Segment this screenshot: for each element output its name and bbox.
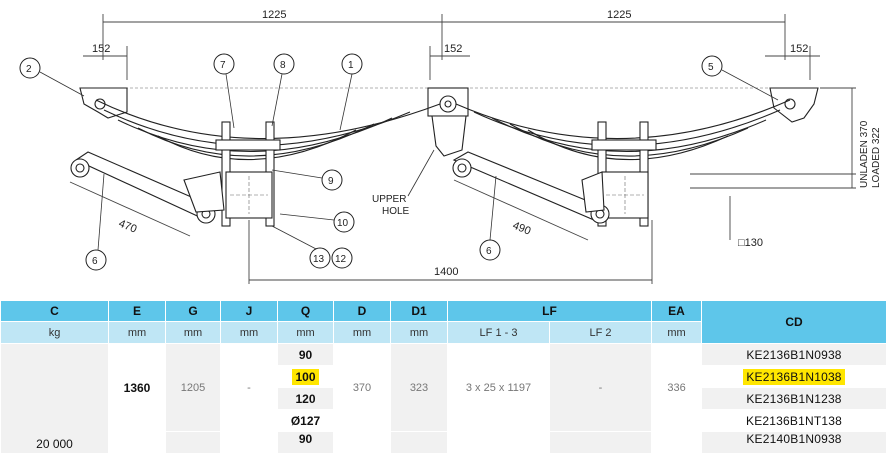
track-dimension: 1400 <box>248 220 653 284</box>
callout-6-right: 6 <box>479 175 501 261</box>
unit-c: kg <box>0 321 109 344</box>
cell-lf1: 3 x 25 x 1197 <box>447 343 550 432</box>
table-row: 20 000 1360 1205 - 90 370 323 3 x 25 x 1… <box>0 343 886 454</box>
svg-text:7: 7 <box>220 60 226 71</box>
span-dimensions: 1225 1225 152 152 152 <box>83 9 820 80</box>
cell-d1: 323 <box>390 343 448 432</box>
rear-torque-arm <box>452 151 610 224</box>
callout-9: 9 <box>271 169 343 191</box>
units-row: kg mm mm mm mm mm mm LF 1 - 3 LF 2 mm <box>0 321 886 344</box>
callout-5: 5 <box>701 55 779 101</box>
cell-ea: 336 <box>651 343 703 432</box>
unit-ea: mm <box>651 321 703 344</box>
callout-13: 13 <box>271 225 331 269</box>
cell-cd: KE2136B1N0938 <box>701 343 886 366</box>
offset-left-label: 152 <box>92 43 110 55</box>
cell-cd: KE2140B1N0938 <box>701 431 886 454</box>
cell-q: 120 <box>277 387 334 410</box>
col-lf: LF <box>446 300 653 322</box>
unit-lf2: LF 2 <box>548 321 653 344</box>
cell-q: Ø127 <box>277 409 334 432</box>
highlighted-cd: KE2136B1N1038 <box>743 368 845 385</box>
cell-cd: KE2136B1N1238 <box>701 387 886 410</box>
callout-8: 8 <box>271 53 295 127</box>
table-row: 120 KE2136B1N1238 <box>1 387 886 410</box>
svg-text:12: 12 <box>335 254 347 265</box>
cell-q: 100 <box>277 365 334 388</box>
callout-7: 7 <box>213 53 235 129</box>
unit-lf1: LF 1 - 3 <box>447 321 550 344</box>
table-row: 90 KE2140B1N0938 <box>1 431 886 454</box>
svg-text:8: 8 <box>280 60 286 71</box>
header-row: C E G J Q D D1 LF EA CD <box>0 300 886 344</box>
cell-j: - <box>220 343 278 432</box>
svg-text:5: 5 <box>708 62 714 73</box>
table-row: Ø127 KE2136B1NT138 <box>1 409 886 432</box>
cell-e: 1360 <box>108 343 166 432</box>
svg-text:6: 6 <box>486 246 492 257</box>
arm-length-left-label: 470 <box>117 218 139 236</box>
highlighted-q: 100 <box>292 368 319 385</box>
cell-q: 90 <box>277 431 334 454</box>
loaded-label: LOADED 322 <box>871 127 882 188</box>
span-right-label: 1225 <box>607 9 631 21</box>
front-leaf-spring <box>95 99 441 161</box>
col-j: J <box>220 300 278 322</box>
track-label: 1400 <box>434 266 458 278</box>
cell-cd: KE2136B1N1038 <box>701 365 886 388</box>
height-dimensions: UNLADEN 370 LOADED 322 □130 <box>690 87 882 249</box>
callout-6-left: 6 <box>85 173 107 271</box>
cell-q: 90 <box>277 343 334 366</box>
svg-text:13: 13 <box>313 254 325 265</box>
cell-g: 1205 <box>165 343 221 432</box>
cell-capacity: 20 000 <box>0 343 109 454</box>
col-e: E <box>108 300 166 322</box>
unit-d: mm <box>333 321 391 344</box>
cell-d: 370 <box>333 343 391 432</box>
callout-12: 12 <box>331 247 353 269</box>
rear-leaf-spring <box>455 99 791 161</box>
svg-text:1: 1 <box>348 60 354 71</box>
col-g: G <box>165 300 221 322</box>
cell-cd: KE2136B1NT138 <box>701 409 886 432</box>
col-cd: CD <box>701 300 886 344</box>
col-c: C <box>0 300 109 322</box>
unit-j: mm <box>220 321 278 344</box>
square-size-label: □130 <box>738 237 763 249</box>
col-d: D <box>333 300 391 322</box>
callout-1: 1 <box>339 53 363 131</box>
upper-hole-label-line2: HOLE <box>382 206 410 217</box>
svg-text:9: 9 <box>328 176 334 187</box>
unit-d1: mm <box>390 321 448 344</box>
callout-2: 2 <box>19 57 85 97</box>
specification-table: C E G J Q D D1 LF EA CD kg mm mm mm mm m… <box>0 300 886 454</box>
arm-length-right-label: 490 <box>511 220 533 238</box>
svg-text:2: 2 <box>26 64 32 75</box>
upper-hole-label-line1: UPPER <box>372 194 406 205</box>
unit-g: mm <box>165 321 221 344</box>
front-axle-seat <box>215 121 281 227</box>
svg-text:10: 10 <box>337 218 349 229</box>
table-row: 100 KE2136B1N1038 <box>1 365 886 388</box>
unit-q: mm <box>277 321 334 344</box>
col-ea: EA <box>651 300 703 322</box>
offset-mid-label: 152 <box>444 43 462 55</box>
cell-lf2: - <box>548 343 653 432</box>
col-q: Q <box>277 300 334 322</box>
suspension-technical-drawing: 1225 1225 152 152 152 UNLADEN 370 LOADED… <box>19 9 882 284</box>
unit-e: mm <box>108 321 166 344</box>
callout-10: 10 <box>279 211 355 233</box>
unladen-label: UNLADEN 370 <box>859 120 870 188</box>
middle-hanger <box>427 87 469 157</box>
front-torque-arm <box>70 151 225 224</box>
col-d1: D1 <box>390 300 448 322</box>
svg-text:6: 6 <box>92 256 98 267</box>
offset-right-label: 152 <box>790 43 808 55</box>
span-left-label: 1225 <box>262 9 286 21</box>
